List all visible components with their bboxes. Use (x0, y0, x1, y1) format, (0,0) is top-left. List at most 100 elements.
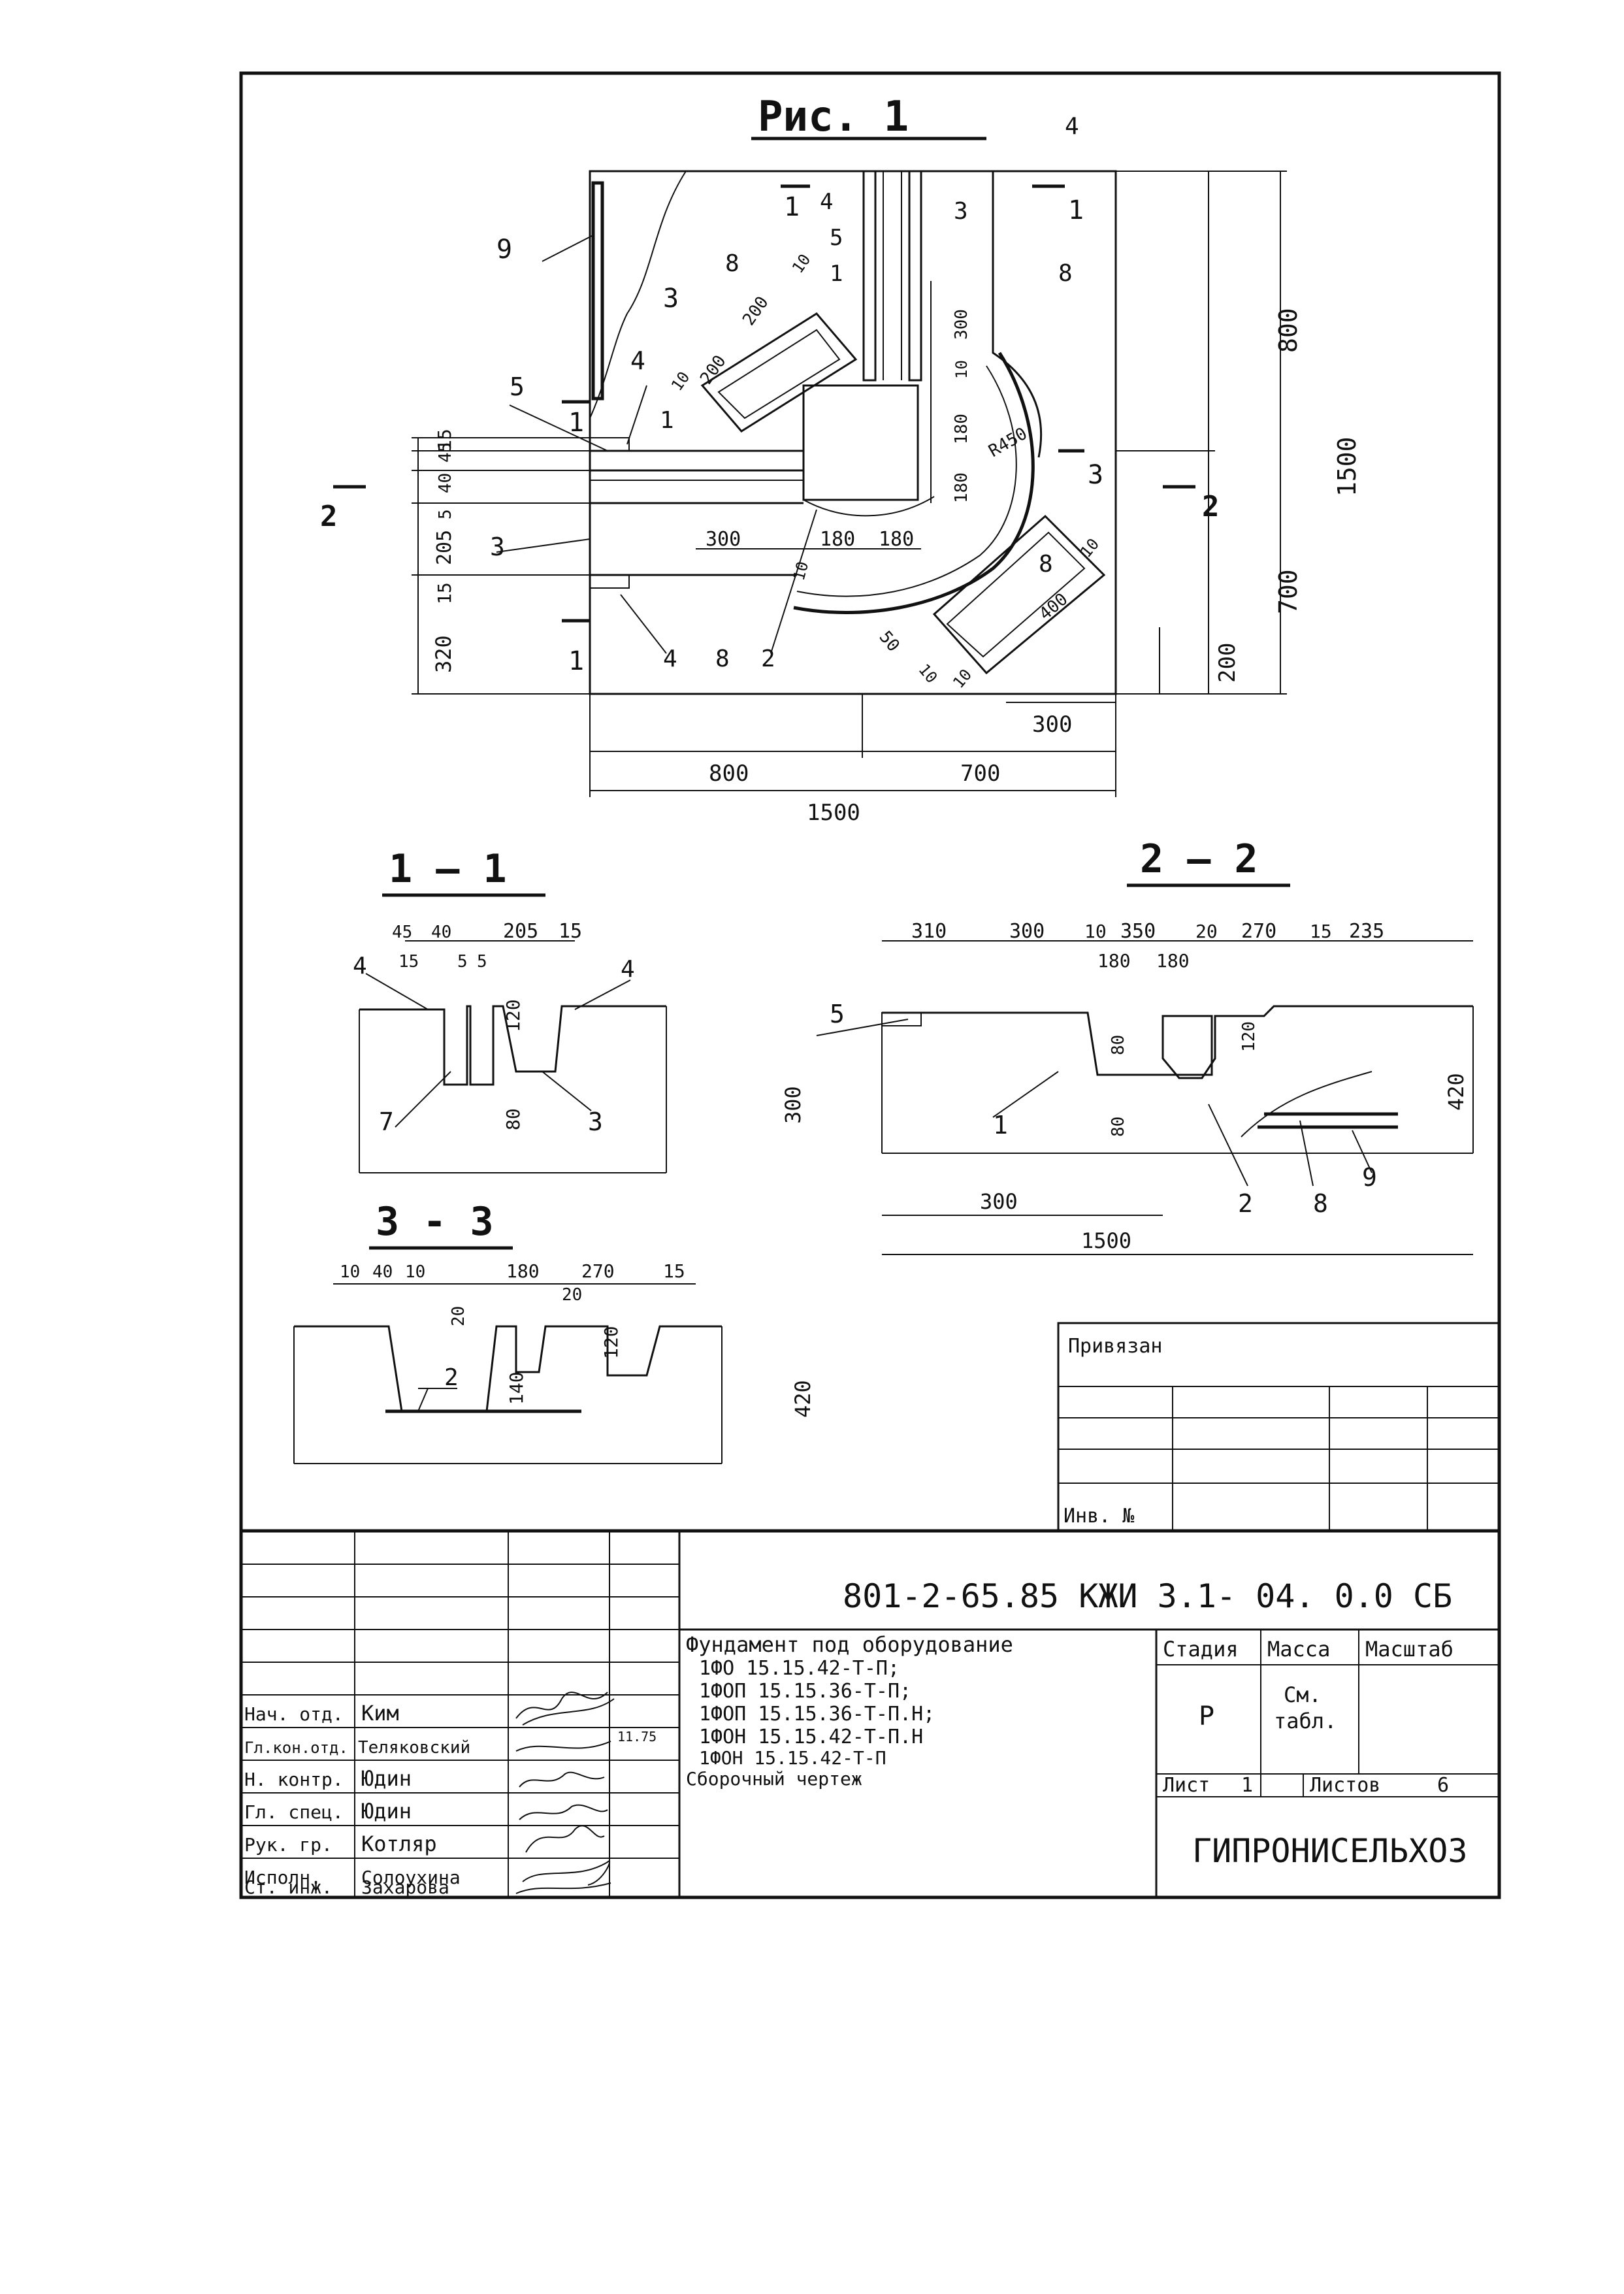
leader-8 (1299, 1120, 1314, 1187)
dim-180: 180 (506, 1260, 540, 1282)
leader-4 (365, 973, 429, 1010)
dim-300: 300 (706, 528, 741, 551)
dim-10: 10 (788, 251, 815, 277)
dim-120: 120 (1239, 1021, 1259, 1052)
dim-10: 10 (1084, 921, 1107, 942)
role: Ст. инж. (244, 1876, 333, 1898)
foundation-outline (589, 170, 1117, 695)
dim-700-vertical: 700 (1274, 569, 1303, 614)
role: Гл. спец. (244, 1801, 344, 1823)
dim-15: 15 (559, 920, 582, 943)
dim-205: 205 (503, 920, 538, 943)
embed-plate (589, 574, 630, 589)
section-1-1: 1 — 1 45 40 205 15 15 5 5 120 80 4 4 7 3 (353, 846, 667, 1173)
leader-1 (992, 1071, 1059, 1118)
dim-120: 120 (502, 999, 524, 1032)
label-7: 7 (379, 1107, 394, 1136)
break-line (589, 171, 687, 419)
section-title: 3 - 3 (376, 1199, 494, 1245)
person-name: Котляр (361, 1831, 437, 1856)
dim-10: 10 (915, 661, 941, 687)
diagonal-channel-inner (946, 531, 1086, 658)
leader-4 (626, 385, 647, 445)
dim-420: 420 (1444, 1073, 1469, 1111)
section-title: 1 — 1 (389, 846, 507, 892)
dim-15: 15 (434, 582, 455, 604)
title-line: 1ФОН 15.15.42-Т-П (699, 1747, 886, 1769)
dim-180: 180 (1097, 950, 1131, 972)
title-line: Фундамент под оборудование (686, 1632, 1013, 1657)
dim-420: 420 (790, 1380, 815, 1418)
label-5: 5 (510, 372, 525, 401)
leader-5 (816, 1019, 909, 1036)
diagonal-slot (700, 312, 858, 433)
leader-4 (574, 979, 631, 1010)
embed-plate (881, 1012, 922, 1026)
section-3-label: 3 (663, 284, 679, 314)
dim-15: 15 (663, 1260, 685, 1282)
dim-180: 180 (1156, 950, 1190, 972)
person-name: Теляковский (358, 1738, 470, 1758)
embed-plate (589, 437, 630, 451)
channel-wall-right (908, 170, 922, 382)
dim-180: 180 (879, 528, 914, 551)
sheet-number: 1 (1241, 1774, 1253, 1797)
dim-5: 5 (457, 952, 468, 972)
role: Гл.кон.отд. (244, 1739, 348, 1757)
dim-235: 235 (1349, 920, 1384, 943)
dim-40-45: 40 45 (436, 442, 455, 493)
leader-4 (620, 594, 667, 654)
leader-9 (542, 235, 594, 262)
dim-50: 50 (875, 627, 903, 655)
sheet-label: Лист (1163, 1774, 1210, 1797)
label-8: 8 (715, 646, 730, 672)
dim-270: 270 (581, 1260, 615, 1282)
dim-300: 300 (781, 1086, 805, 1124)
signature (515, 1692, 615, 1726)
section-title: 2 — 2 (1140, 836, 1258, 882)
dim-10: 10 (790, 559, 813, 582)
leader-2 (417, 1388, 429, 1412)
label-9: 9 (496, 235, 512, 265)
dim-r450: R450 (986, 424, 1031, 461)
dim-40: 40 (431, 923, 451, 942)
label-8: 8 (725, 250, 739, 277)
label-4: 4 (663, 646, 677, 672)
role: Н. контр. (244, 1769, 344, 1790)
section-3-3: 3 - 3 10 40 10 20 180 270 15 20 120 140 … (293, 1199, 815, 1464)
dim-15: 15 (1310, 921, 1332, 942)
section-1-label: 1 (568, 646, 584, 676)
main-arc-r450 (793, 352, 1035, 614)
dim-5: 5 (477, 952, 487, 972)
section-1-label: 1 (1068, 195, 1084, 225)
dim-800-vertical: 800 (1274, 308, 1303, 353)
dim-1500: 1500 (1081, 1228, 1131, 1253)
dim-10: 10 (949, 666, 975, 692)
signature (515, 1741, 611, 1752)
section-2-label: 2 (320, 500, 338, 533)
dim-20: 20 (562, 1285, 582, 1305)
dim-20: 20 (1195, 921, 1218, 942)
dim-310: 310 (911, 920, 947, 943)
title-line: 1ФО 15.15.42-Т-П; (699, 1657, 900, 1680)
role: Нач. отд. (244, 1703, 344, 1725)
dim-200: 200 (696, 352, 730, 388)
dim-205: 205 (433, 530, 456, 565)
channel-curve (992, 171, 1043, 458)
section-profile (359, 1005, 666, 1086)
leader-3 (542, 1071, 592, 1111)
diagonal-channel (932, 514, 1106, 675)
stage-value: Р (1199, 1701, 1214, 1731)
title-block-frame (239, 1529, 1501, 1899)
label-2: 2 (444, 1364, 459, 1391)
section-profile (882, 1005, 1473, 1079)
label-1: 1 (830, 261, 843, 287)
label-8: 8 (1058, 260, 1073, 287)
person-name: Ким (361, 1701, 399, 1726)
scale-header: Масштаб (1365, 1637, 1453, 1662)
label-1: 1 (993, 1111, 1008, 1139)
document-code: 801-2-65.85 КЖИ 3.1- 04. 0.0 СБ (843, 1577, 1452, 1615)
dim-180: 180 (820, 528, 855, 551)
dim-300: 300 (952, 309, 971, 340)
